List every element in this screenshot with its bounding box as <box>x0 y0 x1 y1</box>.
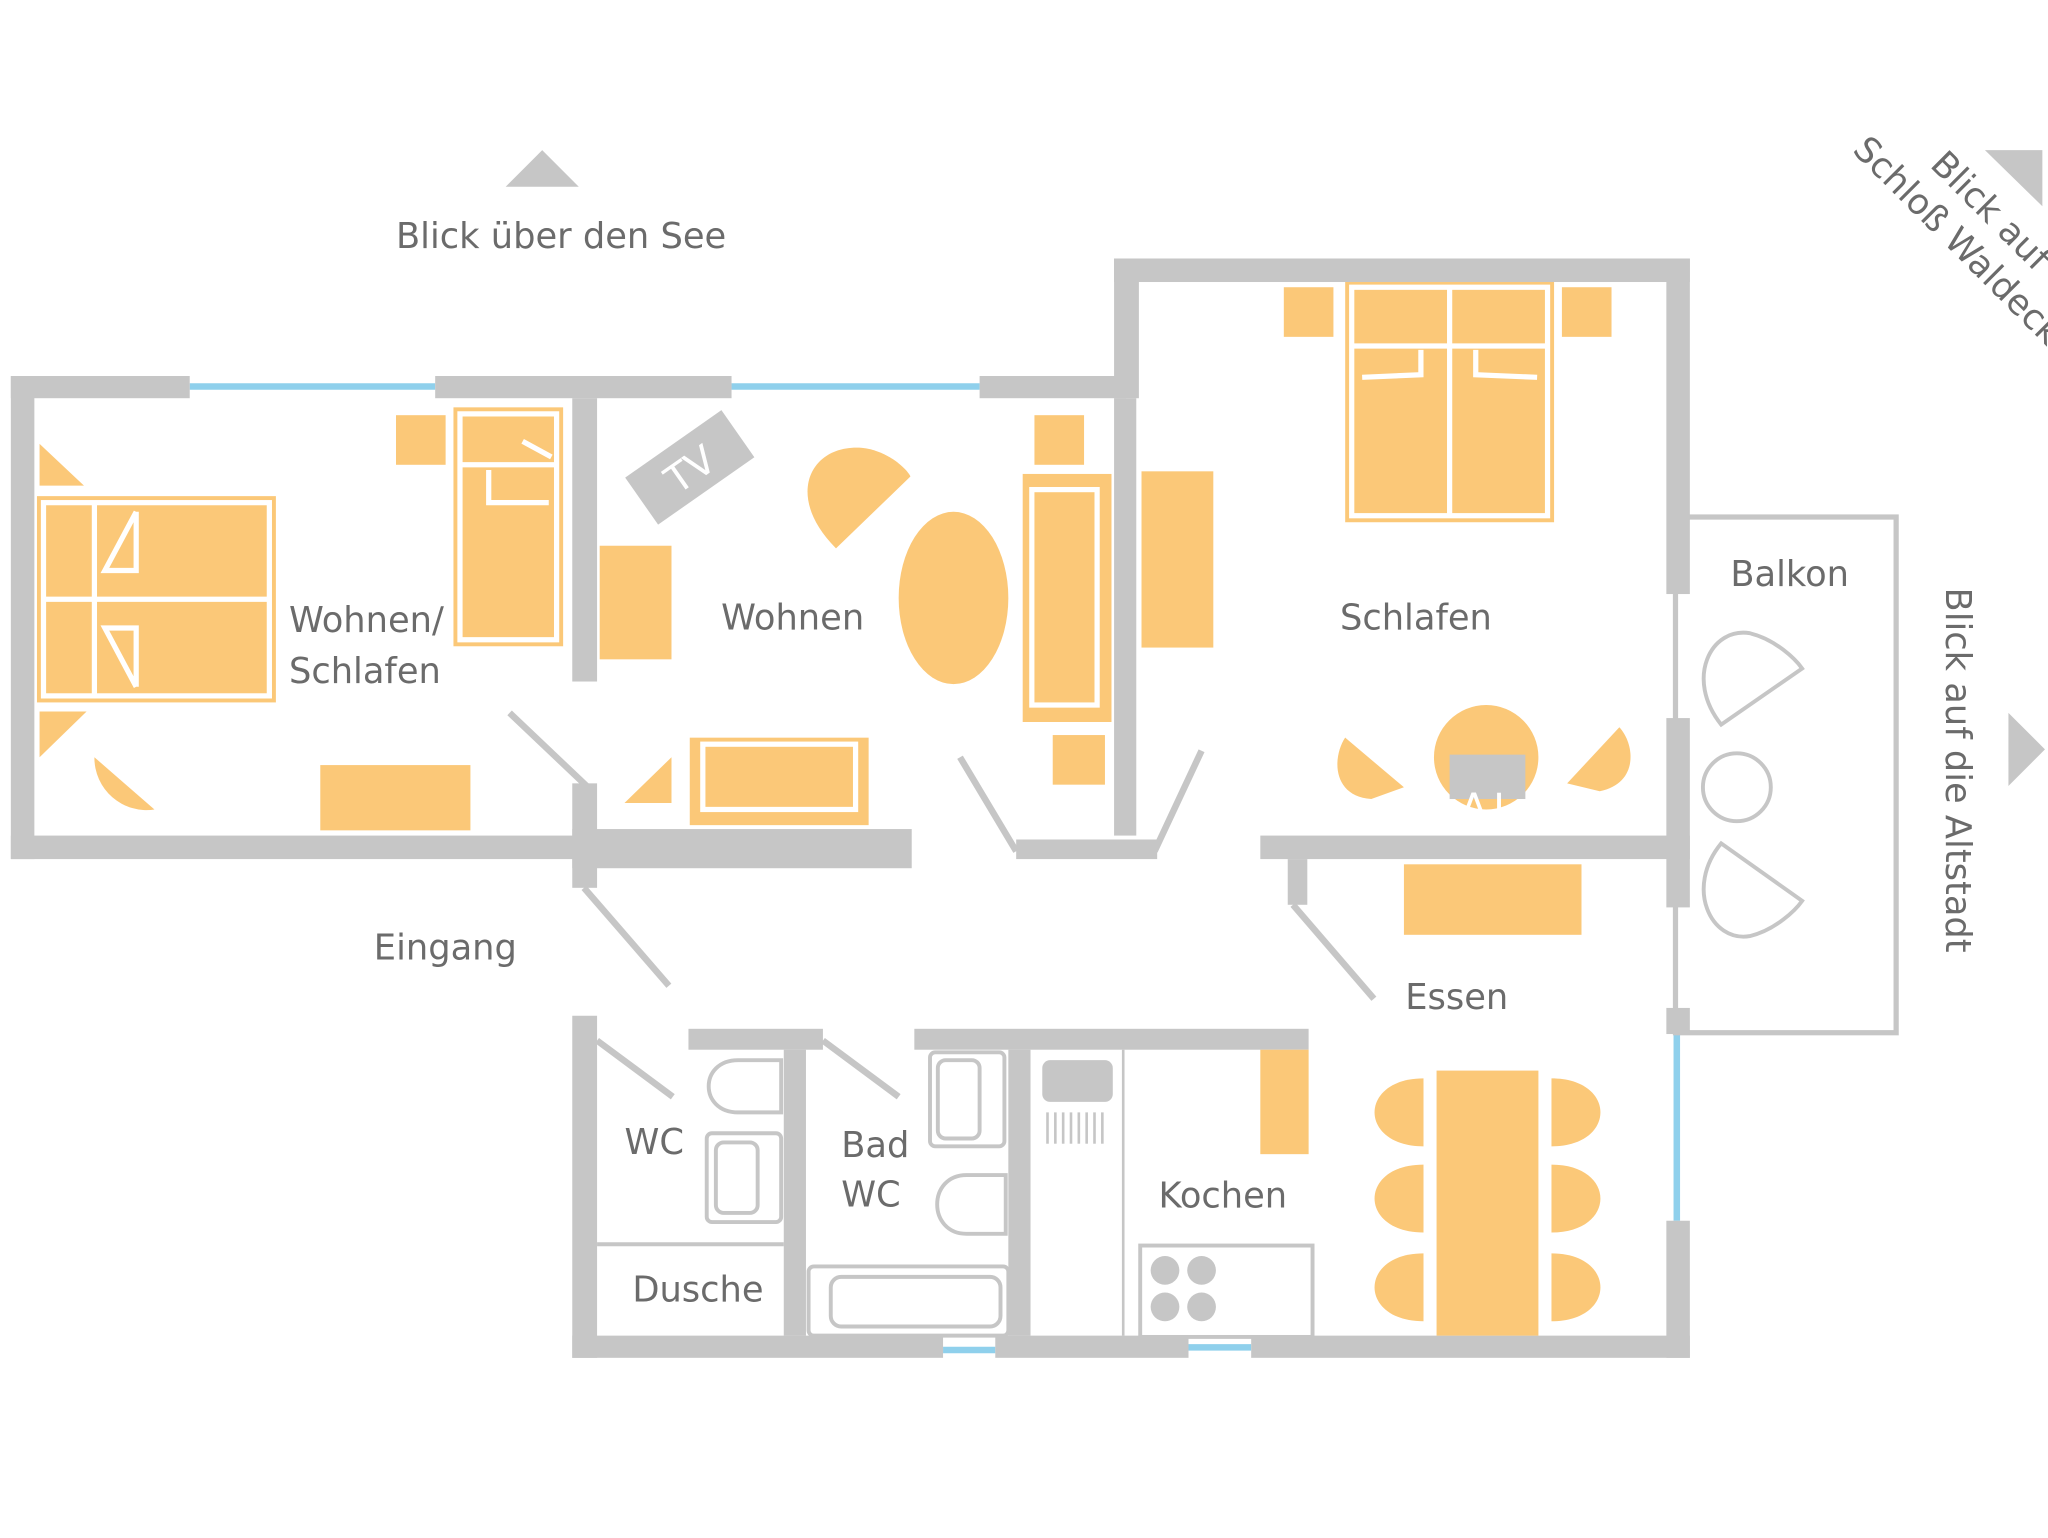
dining-chairs <box>1374 1078 1601 1322</box>
stool-icon <box>1052 735 1105 785</box>
balcony-table-icon <box>1700 751 1773 824</box>
view-oldtown-label: Blick auf die Altstadt <box>1937 588 1978 953</box>
armchair-icon <box>807 447 911 549</box>
chair-icon <box>1567 727 1631 792</box>
chair-icon <box>1337 737 1404 800</box>
chair-icon <box>94 757 155 811</box>
room-label-bath: WC <box>841 1174 900 1215</box>
toilet-icon <box>706 1058 784 1115</box>
room-label-wc: WC <box>624 1122 683 1163</box>
arrow-right-icon <box>2008 712 2045 786</box>
stool-icon <box>1034 415 1085 465</box>
single-bed <box>453 407 564 647</box>
nightstand-icon <box>39 443 84 486</box>
room-label-bath: Bad <box>841 1125 909 1166</box>
arrow-up-icon <box>505 150 579 187</box>
tv-label-upside-down: TV <box>1460 783 1512 828</box>
room-label-entrance: Eingang <box>374 928 517 969</box>
nightstand-icon <box>1283 287 1334 337</box>
walls <box>10 258 1899 1358</box>
tv-bedroom: TV <box>1449 754 1526 828</box>
counter-icon <box>1260 1049 1309 1155</box>
room-label-balcony: Balkon <box>1730 554 1849 595</box>
toilet-icon <box>935 1173 1008 1236</box>
balcony-chair-icon <box>1701 630 1805 728</box>
cabinet-icon <box>599 545 672 660</box>
desk-icon <box>320 765 471 831</box>
room-label-kitchen: Kochen <box>1158 1176 1287 1217</box>
nightstand-icon <box>39 711 87 758</box>
double-bed-bedroom <box>1345 282 1555 523</box>
room-label-shower: Dusche <box>632 1270 763 1311</box>
room-label-living-sleeping: Wohnen/ <box>289 600 444 641</box>
dining-table-icon <box>1436 1070 1539 1336</box>
wardrobe-icon <box>1141 471 1214 648</box>
room-label-dining: Essen <box>1405 977 1508 1018</box>
stool-icon <box>396 415 446 465</box>
tv-living: TV <box>625 410 755 525</box>
windows <box>189 383 1681 1354</box>
doors <box>507 710 1377 1100</box>
sideboard-icon <box>1403 864 1582 935</box>
burner-icons <box>1150 1255 1216 1322</box>
double-bed-left <box>36 496 276 703</box>
room-label-bedroom: Schlafen <box>1340 597 1492 638</box>
sink-icon <box>1042 1060 1113 1102</box>
side-table-icon <box>624 757 672 803</box>
balcony-chair-icon <box>1701 840 1805 939</box>
view-lake-label: Blick über den See <box>396 216 726 257</box>
coffee-table-icon <box>898 511 1009 685</box>
room-label-living: Wohnen <box>721 597 864 638</box>
nightstand-icon <box>1561 287 1612 337</box>
room-label-living-sleeping: Schlafen <box>289 651 441 692</box>
drainer-icon <box>1046 1112 1104 1144</box>
